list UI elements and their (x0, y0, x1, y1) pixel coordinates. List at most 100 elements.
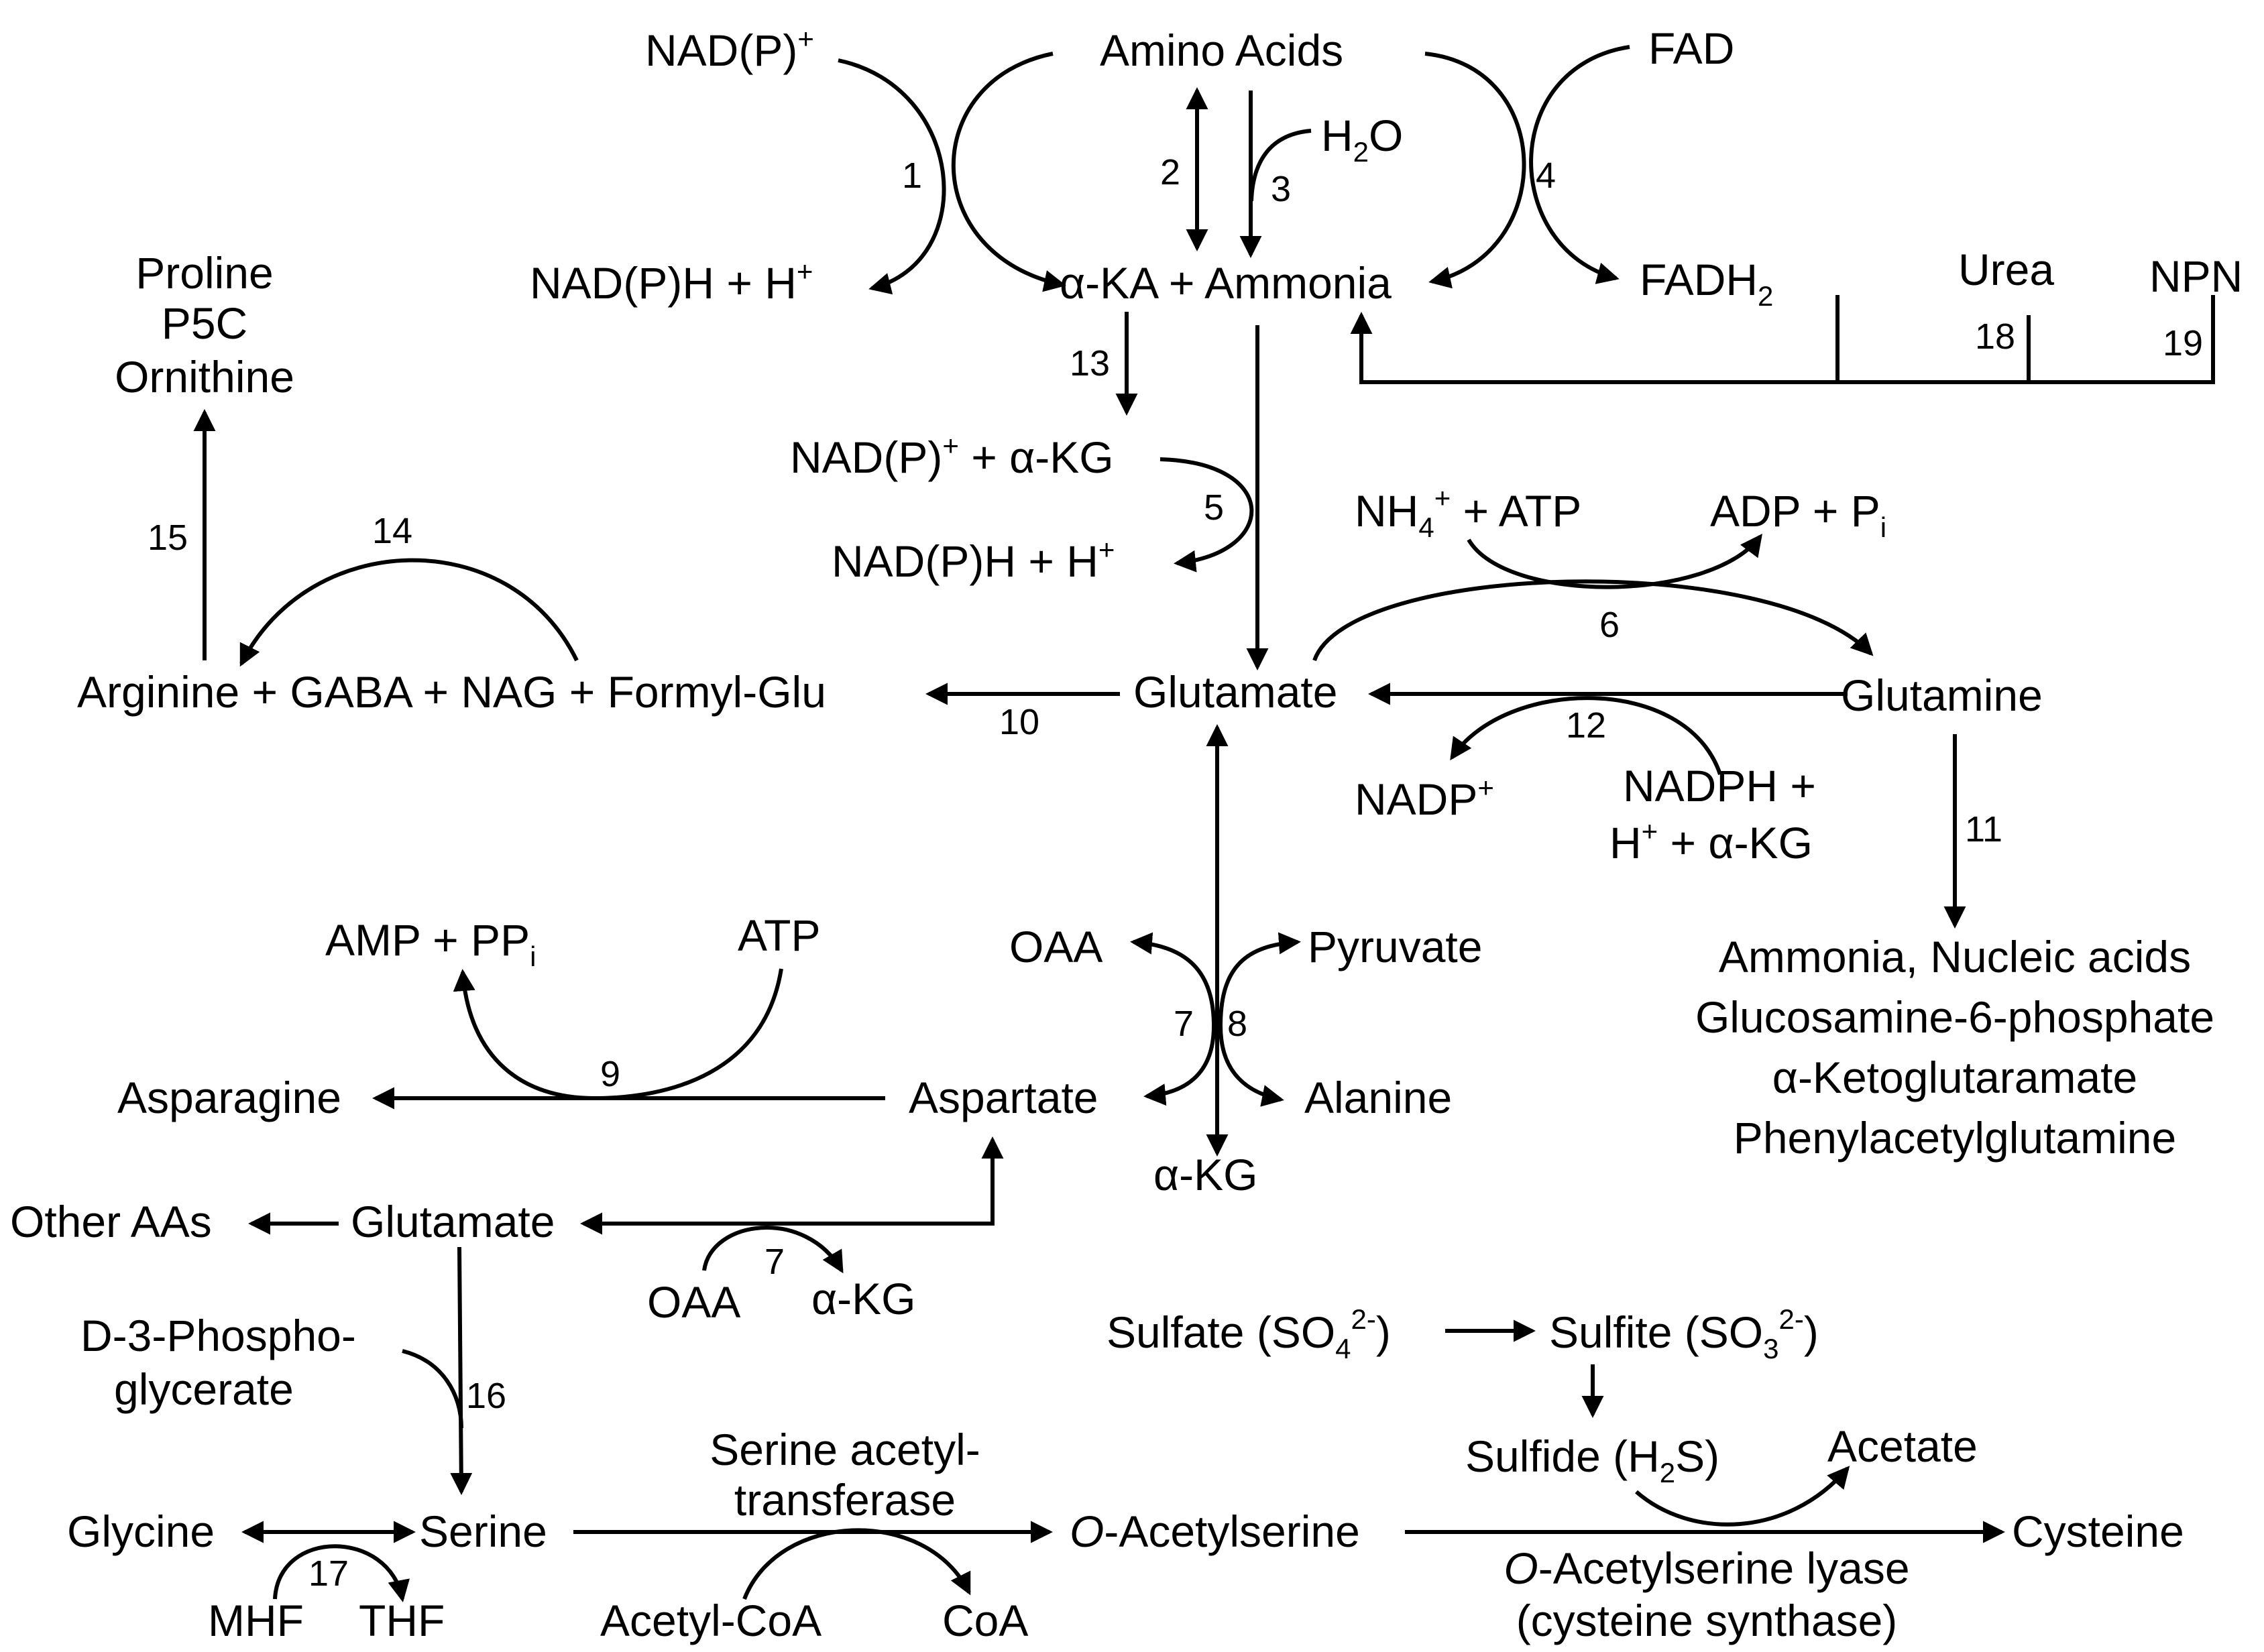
reaction-9: 9 (600, 1054, 620, 1094)
node-acetyl-coa: Acetyl-CoA (600, 1596, 822, 1645)
node-alpha-ketoglutaramate: α-Ketoglutaramate (1772, 1053, 2137, 1102)
node-adp-pi: ADP + Pi (1710, 486, 1886, 543)
node-h-akg: H+ + α-KG (1609, 815, 1813, 868)
node-nadph-h-mid: NAD(P)H + H+ (832, 534, 1115, 586)
node-ammonia-nucleic-acids: Ammonia, Nucleic acids (1719, 932, 2191, 982)
node-nadp-plus-right: NADP+ (1355, 772, 1494, 824)
node-nadp-akg: NAD(P)+ + α-KG (790, 430, 1114, 482)
node-sulfate: Sulfate (SO42-) (1107, 1303, 1391, 1364)
node-urea: Urea (1958, 245, 2054, 294)
pathway-lines (193, 45, 2215, 1602)
node-aspartate: Aspartate (909, 1073, 1098, 1122)
node-alanine: Alanine (1304, 1073, 1452, 1122)
reaction-3: 3 (1271, 169, 1291, 209)
line-npn-top (1837, 295, 2215, 384)
reaction-10: 10 (999, 702, 1039, 742)
arrow-r12-cofactor (1450, 696, 1722, 775)
reaction-8: 8 (1227, 1004, 1247, 1044)
node-nadp-plus-top: NAD(P)+ (645, 23, 814, 75)
arrow-r4-cofactor (1529, 45, 1630, 284)
arrow-r1-cofactor (838, 58, 946, 295)
reaction-15: 15 (148, 518, 188, 558)
node-ornithine: Ornithine (115, 352, 294, 402)
node-proline: Proline (135, 248, 273, 298)
node-coa: CoA (942, 1596, 1028, 1645)
arrow-r3-water (1249, 129, 1312, 202)
node-thf: THF (359, 1596, 445, 1645)
node-glucosamine-6-phosphate: Glucosamine-6-phosphate (1695, 992, 2214, 1042)
arrow-r7-bottom (1143, 1025, 1216, 1106)
node-amp-ppi: AMP + PPi (325, 915, 536, 972)
node-mhf: MHF (208, 1596, 304, 1645)
node-asparagine: Asparagine (117, 1073, 341, 1122)
reaction-6: 6 (1599, 605, 1620, 645)
arrow-r16-main (450, 1246, 473, 1495)
node-acetate: Acetate (1827, 1421, 1978, 1471)
node-cysteine: Cysteine (2012, 1507, 2184, 1556)
reaction-16: 16 (466, 1376, 506, 1416)
node-fad: FAD (1648, 23, 1734, 73)
arrow-r14 (239, 558, 579, 667)
node-sulfide: Sulfide (H2S) (1465, 1431, 1719, 1488)
reaction-5: 5 (1204, 487, 1224, 528)
arrow-acetylcoa-coa (742, 1528, 971, 1600)
node-glutamine: Glutamine (1841, 670, 2043, 720)
node-p5c: P5C (162, 298, 247, 348)
node-serine: Serine (419, 1507, 547, 1556)
node-npn: NPN (2149, 251, 2243, 301)
enzyme-serine-acetyltransferase-line2: transferase (734, 1475, 956, 1525)
node-oaa-low: OAA (647, 1277, 740, 1327)
arrow-r8-bottom (1219, 1025, 1284, 1107)
node-d3p-line1: D-3-Phospho- (80, 1311, 356, 1360)
reaction-numbers: 1 2 3 4 13 18 19 5 14 15 6 10 12 11 7 8 … (148, 152, 2203, 1594)
reaction-18: 18 (1975, 316, 2015, 357)
node-amino-acids: Amino Acids (1100, 25, 1343, 75)
arrow-urea-npn-feedback (1350, 312, 2031, 384)
arrow-r7-top (1130, 932, 1216, 1026)
arrow-r6-cofactor (1467, 534, 1762, 589)
node-h2o: H2O (1321, 111, 1403, 168)
node-oaa-top: OAA (1009, 922, 1102, 971)
reaction-19: 19 (2163, 323, 2203, 363)
node-glycine: Glycine (67, 1507, 215, 1556)
reaction-2: 2 (1160, 152, 1180, 192)
reaction-14: 14 (372, 511, 412, 551)
reaction-7-mid: 7 (1174, 1004, 1194, 1044)
reaction-17: 17 (308, 1553, 349, 1594)
node-fadh2: FADH2 (1640, 255, 1773, 312)
node-labels: NAD(P)+ Amino Acids FAD H2O NAD(P)H + H+… (10, 23, 2243, 1645)
node-glutamate-low: Glutamate (351, 1197, 555, 1246)
node-nh4-atp: NH4+ + ATP (1355, 482, 1581, 543)
node-o-acetylserine: O-Acetylserine (1070, 1507, 1360, 1556)
node-d3p-line2: glycerate (114, 1364, 294, 1414)
node-nadph-h-top: NAD(P)H + H+ (530, 255, 813, 308)
arrow-r9-cofactor (453, 968, 783, 1101)
node-arg-gaba-nag-formylglu: Arginine + GABA + NAG + Formyl-Glu (77, 667, 826, 717)
reaction-7-low: 7 (765, 1242, 785, 1282)
arrow-r7-low (702, 1226, 844, 1274)
reaction-12: 12 (1566, 705, 1606, 746)
enzyme-serine-acetyltransferase-line1: Serine acetyl- (710, 1425, 980, 1474)
reaction-11: 11 (1965, 809, 2002, 849)
reaction-1: 1 (902, 156, 922, 196)
node-sulfite: Sulfite (SO32-) (1549, 1303, 1819, 1364)
node-nadph-plus: NADPH + (1623, 761, 1816, 811)
arrow-r5 (1159, 457, 1254, 573)
node-other-aas: Other AAs (10, 1197, 212, 1246)
arrow-r1-substrate (951, 52, 1066, 292)
node-akg-mid: α-KG (1153, 1150, 1258, 1199)
enzyme-o-acetylserine-lyase: O-Acetylserine lyase (1504, 1543, 1909, 1593)
node-atp: ATP (738, 910, 820, 960)
arrow-r17 (273, 1544, 410, 1602)
reaction-4: 4 (1536, 156, 1556, 196)
arrow-sulfide-acetate (1635, 1466, 1850, 1527)
arrow-r16-cofactor (402, 1349, 463, 1429)
node-glutamate-main: Glutamate (1133, 667, 1337, 717)
arrow-r4-substrate (1424, 52, 1526, 289)
node-aka-ammonia: α-KA + Ammonia (1060, 258, 1392, 308)
arrow-r8-top (1219, 932, 1301, 1026)
arrow-r6-main (1312, 579, 1874, 661)
arrow-aspartate-to-glutamate (580, 1136, 1004, 1235)
node-akg-low: α-KG (811, 1274, 916, 1323)
